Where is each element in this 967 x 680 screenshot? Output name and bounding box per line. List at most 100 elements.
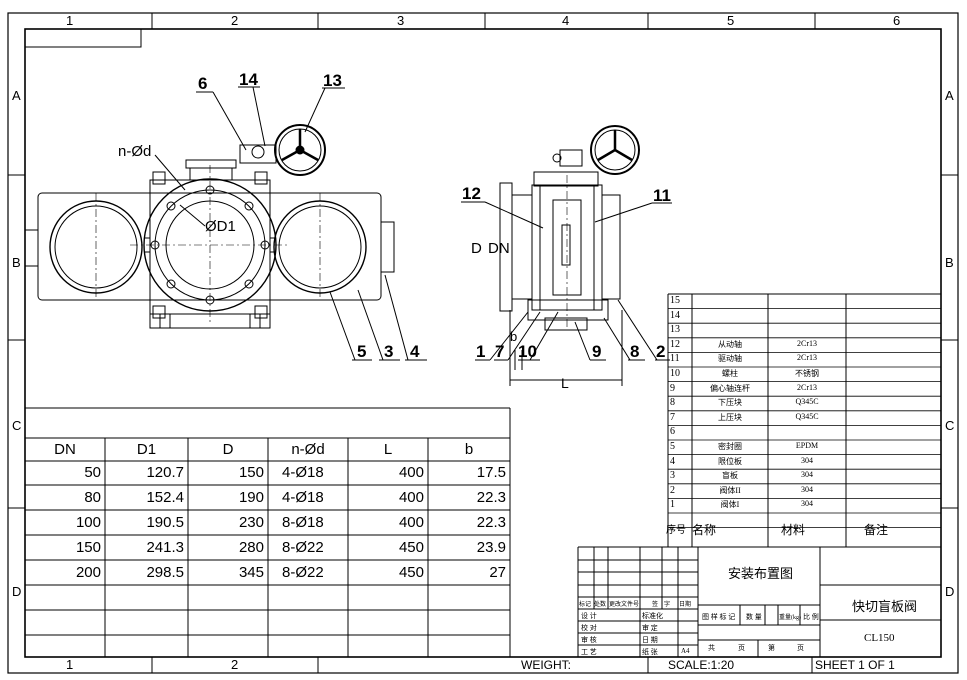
dim-cell: 8-Ø22 xyxy=(282,539,324,556)
col-label: 1 xyxy=(66,13,74,28)
bom-header: 备注 xyxy=(863,523,888,537)
tb-row-label: 签 xyxy=(652,602,659,608)
bom-no: 12 xyxy=(670,338,680,350)
col-label: 5 xyxy=(727,13,735,28)
dim-cell: 400 xyxy=(398,464,424,481)
bom-name: 阀体I xyxy=(720,500,740,510)
bom-header: 序号 xyxy=(666,525,686,536)
top-bar xyxy=(185,159,237,169)
bom-row-lines xyxy=(668,308,941,528)
bom-no: 11 xyxy=(670,353,680,365)
dim-cell: 280 xyxy=(238,539,264,556)
dim-cell: 200 xyxy=(75,564,101,581)
callout: b xyxy=(510,329,518,344)
dim-cell: 50 xyxy=(84,464,101,481)
outer-frame xyxy=(7,12,959,674)
model-code: CL150 xyxy=(864,632,895,644)
bom-no: 4 xyxy=(670,455,675,467)
bom-name: 盲板 xyxy=(722,471,738,481)
right-leaders xyxy=(461,201,672,386)
dim-cell: 27 xyxy=(489,564,506,581)
tb-label: 第 xyxy=(768,644,775,652)
bom-name: 密封圈 xyxy=(718,442,742,451)
inner-frame xyxy=(24,28,942,658)
dim-cell: 241.3 xyxy=(146,539,184,556)
bom-header: 名称 xyxy=(692,523,717,537)
col-label: 6 xyxy=(893,13,901,28)
bom-material: 2Cr13 xyxy=(797,382,817,392)
dim-cell: 400 xyxy=(398,489,424,506)
col-label: 2 xyxy=(231,657,239,672)
bom-no: 9 xyxy=(670,382,675,394)
tb-row-label: 更改文件号 xyxy=(609,602,640,608)
bom-material: 304 xyxy=(801,470,813,480)
left-leaders xyxy=(154,86,427,361)
callout: 11 xyxy=(653,186,671,205)
tb-label: 校 对 xyxy=(581,624,597,632)
callout: 1 xyxy=(476,342,486,361)
dim-header: L xyxy=(383,441,393,458)
col-label: 1 xyxy=(66,657,74,672)
dim-cell: 4-Ø18 xyxy=(282,464,324,481)
side-view xyxy=(499,125,640,331)
dim-table-grid xyxy=(25,407,511,657)
dim-cell: 298.5 xyxy=(146,564,184,581)
dim-cell: 345 xyxy=(238,564,264,581)
bom-no: 8 xyxy=(670,397,675,409)
callout: 7 xyxy=(495,342,505,361)
sheet-label: SHEET 1 OF 1 xyxy=(815,658,895,672)
dim-cell: 150 xyxy=(238,464,264,481)
tb-label: 标准化 xyxy=(642,612,663,620)
tb-label: 设 计 xyxy=(581,612,597,620)
bom-no: 7 xyxy=(670,411,675,423)
bom-material: EPDM xyxy=(795,441,819,450)
bom-name: 偏心轴连杆 xyxy=(710,383,750,393)
tb-label: 比 例 xyxy=(803,613,819,621)
row-label: A xyxy=(12,88,21,103)
dim-cell: 190 xyxy=(238,489,264,506)
corner-box xyxy=(24,28,142,48)
title-block-grid xyxy=(317,546,941,673)
tb-label: 工 艺 xyxy=(581,648,597,656)
bom-grid xyxy=(667,293,941,547)
bom-name: 上压块 xyxy=(718,412,742,422)
tb-label: 审 核 xyxy=(581,636,597,644)
callout: D xyxy=(471,240,482,257)
col-label: 3 xyxy=(397,13,405,28)
callout: 14 xyxy=(239,70,258,89)
row-label: D xyxy=(12,584,22,599)
tb-row-label: 日期 xyxy=(679,602,692,608)
row-label: C xyxy=(945,418,955,433)
drawing-title: 安装布置图 xyxy=(728,566,794,581)
dim-cell: 400 xyxy=(398,514,424,531)
bom-name: 驱动轴 xyxy=(718,354,742,364)
row-label: A xyxy=(945,88,954,103)
bom-material: Q345C xyxy=(795,397,819,407)
bom-material: 2Cr13 xyxy=(797,353,817,363)
bottom-base xyxy=(149,313,271,329)
bom-material: 304 xyxy=(801,455,813,465)
product-name: 快切盲板阀 xyxy=(852,599,918,614)
callout: 4 xyxy=(410,342,420,361)
bolt-holes xyxy=(150,185,270,305)
tb-row-label: 处数 xyxy=(594,602,607,608)
row-label: C xyxy=(12,418,22,433)
bom-name: 阀体II xyxy=(719,485,741,495)
tb-label: 图 样 标 记 xyxy=(702,613,736,621)
bom-no: 13 xyxy=(670,324,680,336)
gearbox xyxy=(239,144,277,164)
dim-header: DN xyxy=(54,441,76,458)
tb-label: 共 xyxy=(708,644,715,652)
row-label: B xyxy=(12,255,21,270)
tb-label: 数 量 xyxy=(746,613,762,621)
bom-name: 限位板 xyxy=(718,456,742,466)
dim-header: D xyxy=(222,441,234,458)
bom-no: 5 xyxy=(670,441,675,452)
side-handwheel xyxy=(590,125,640,175)
dim-cell: 190.5 xyxy=(146,514,184,531)
handwheel xyxy=(274,124,326,176)
bom-header: 材料 xyxy=(780,523,805,537)
dim-cell: 80 xyxy=(84,489,101,506)
col-label: 2 xyxy=(231,13,239,28)
